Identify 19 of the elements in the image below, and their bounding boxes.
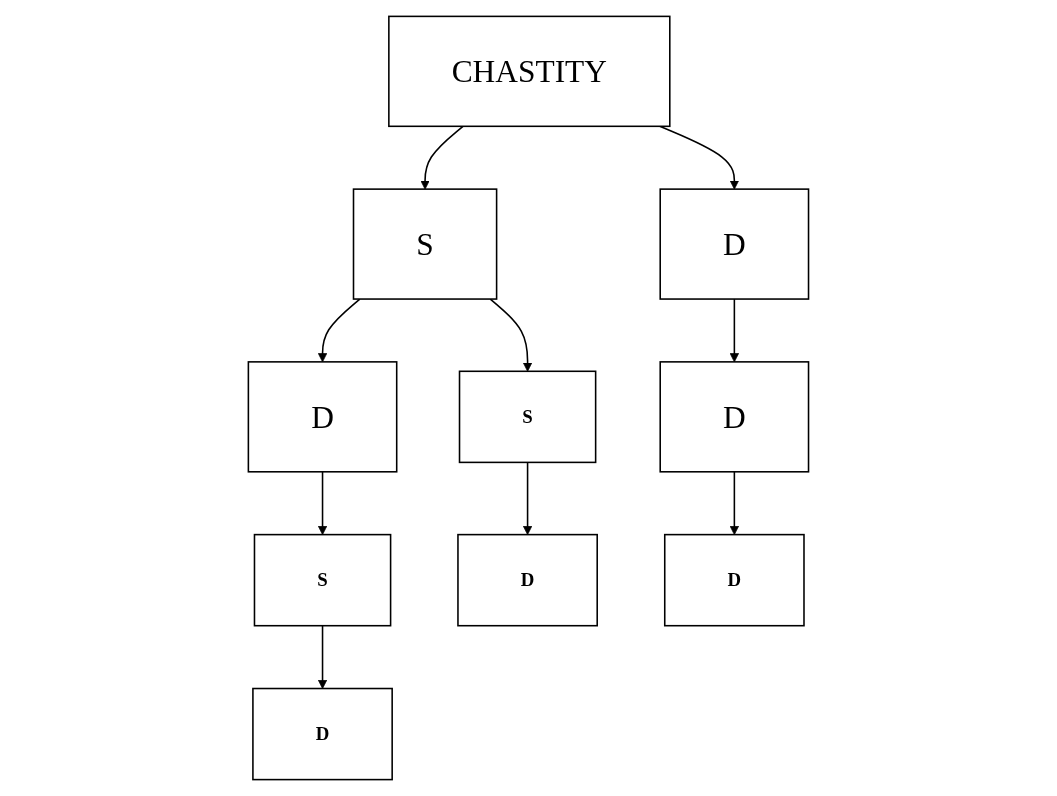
arrow <box>318 298 361 363</box>
node-box: D <box>659 188 810 300</box>
arrow <box>489 298 533 372</box>
node-box: D <box>457 533 599 627</box>
arrow <box>318 471 328 536</box>
node-box: S <box>352 188 498 300</box>
node-box: D <box>659 361 810 473</box>
node-box: D <box>247 361 398 473</box>
node-box: D <box>664 533 805 627</box>
node-box: S <box>458 370 597 464</box>
arrow <box>659 125 739 190</box>
node-box: CHASTITY <box>388 15 671 128</box>
arrow <box>729 298 739 363</box>
node-box: S <box>253 533 392 627</box>
arrow <box>523 461 533 536</box>
arrow <box>420 125 464 190</box>
arrow <box>318 624 328 689</box>
arrow <box>729 471 739 536</box>
node-box: D <box>252 687 393 781</box>
